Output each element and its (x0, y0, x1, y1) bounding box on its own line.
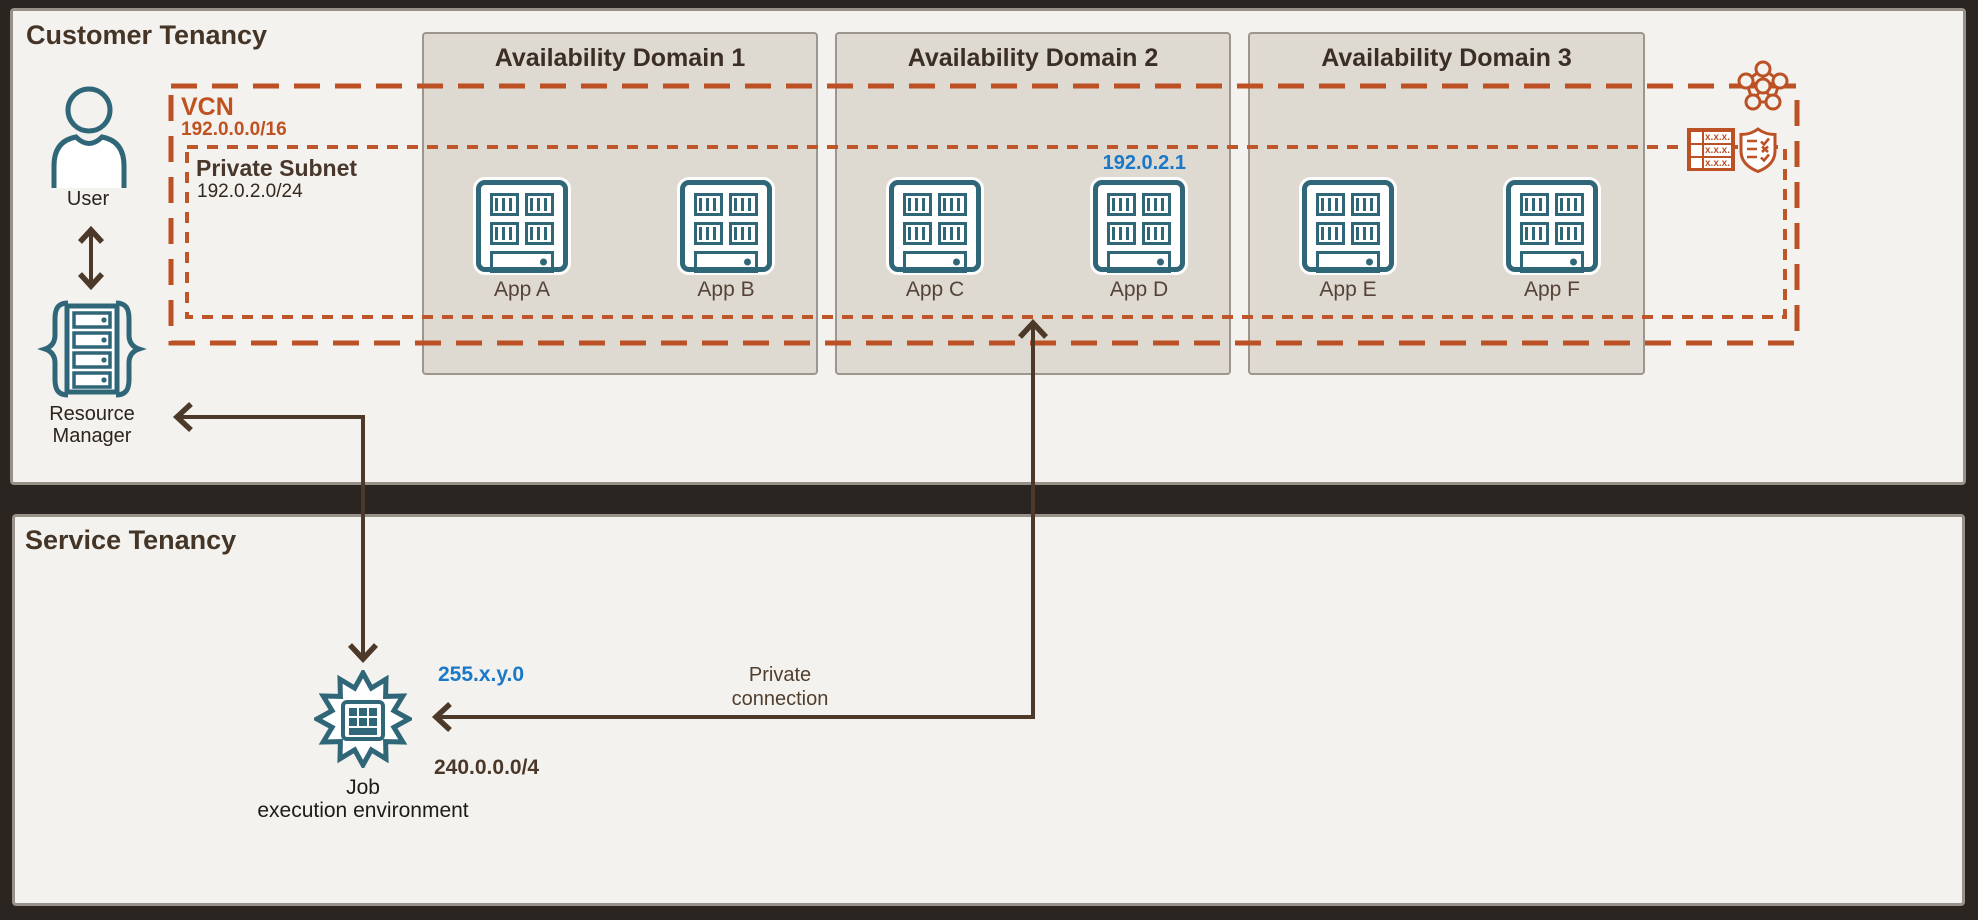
job-execution-environment-label: Job execution environment (257, 776, 469, 822)
app-d-label: App D (1109, 278, 1169, 301)
route-table-icon: x.x.x. x.x.x. x.x.x. (1687, 128, 1735, 171)
server-tray (1316, 251, 1380, 273)
server-tray (694, 251, 758, 273)
service-tenancy-panel (12, 514, 1965, 906)
app-f-label: App F (1523, 278, 1581, 301)
server-vents (490, 193, 554, 245)
app-server-icon (476, 180, 568, 273)
service-tenancy-title: Service Tenancy (25, 525, 237, 555)
server-tray (1107, 251, 1171, 273)
private-subnet-label: Private Subnet (196, 155, 358, 181)
availability-domain-1-title: Availability Domain 1 (494, 44, 746, 72)
app-c-label: App C (905, 278, 965, 301)
route-table-row: x.x.x. (1703, 157, 1732, 170)
server-vents (903, 193, 967, 245)
private-subnet-cidr-label: 192.0.2.0/24 (197, 181, 303, 202)
server-vents (694, 193, 758, 245)
app-e-label: App E (1319, 278, 1377, 301)
availability-domain-3-box: Availability Domain 3 App E App F (1248, 32, 1645, 375)
private-connection-label: Private connection (731, 664, 829, 710)
availability-domain-3-title: Availability Domain 3 (1321, 44, 1572, 72)
app-server-icon (680, 180, 772, 273)
server-vents (1316, 193, 1380, 245)
availability-domain-2-title: Availability Domain 2 (907, 44, 1159, 72)
route-table-row: x.x.x. (1703, 131, 1732, 144)
server-tray (490, 251, 554, 273)
app-d-ip-label: 192.0.2.1 (1102, 152, 1186, 174)
server-vents (1107, 193, 1171, 245)
app-a-label: App A (493, 278, 551, 301)
availability-domain-1-box: Availability Domain 1 App A App B (422, 32, 818, 375)
app-server-icon (1302, 180, 1394, 273)
user-label: User (66, 188, 110, 210)
job-env-cidr-label: 240.0.0.0/4 (434, 756, 540, 779)
customer-tenancy-title: Customer Tenancy (26, 20, 268, 50)
vcn-cidr-label: 192.0.0.0/16 (181, 119, 287, 140)
server-vents (1520, 193, 1584, 245)
resource-manager-label: Resource Manager (49, 403, 135, 447)
server-tray (1520, 251, 1584, 273)
app-server-icon (1093, 180, 1185, 273)
route-table-row: x.x.x. (1703, 144, 1732, 157)
app-server-icon (889, 180, 981, 273)
server-tray (903, 251, 967, 273)
app-b-label: App B (697, 278, 755, 301)
job-env-ip-label: 255.x.y.0 (438, 663, 525, 686)
app-server-icon (1506, 180, 1598, 273)
vcn-label: VCN (181, 93, 234, 121)
availability-domain-2-box: Availability Domain 2 192.0.2.1 App C Ap… (835, 32, 1231, 375)
